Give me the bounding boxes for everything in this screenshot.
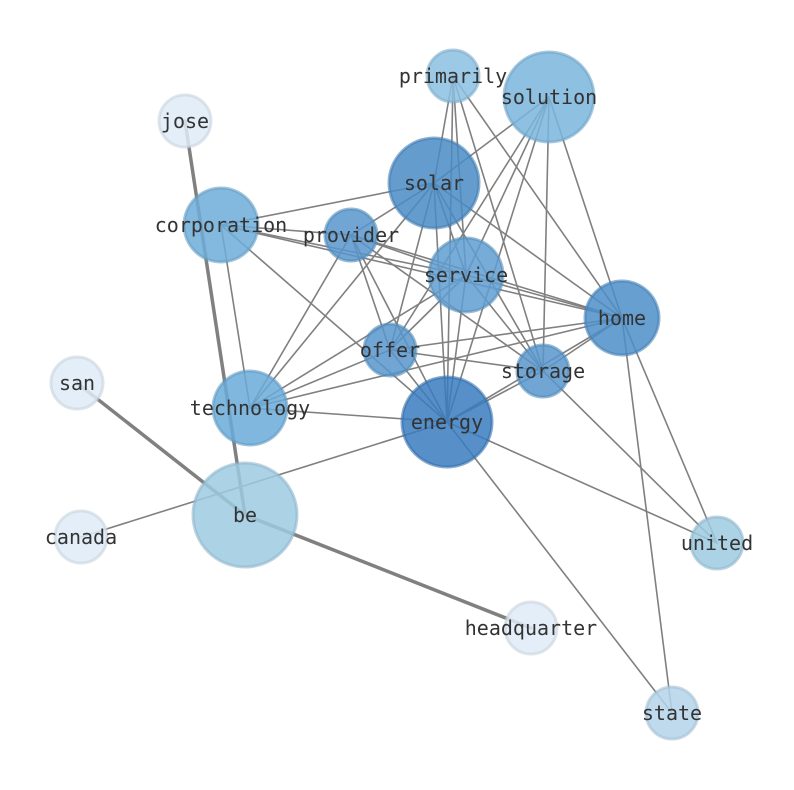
edge-primarily-home xyxy=(452,75,623,319)
edge-jose-be xyxy=(183,119,247,517)
node-circle-solution[interactable] xyxy=(502,50,596,144)
node-circle-jose[interactable] xyxy=(157,93,213,149)
node-label-storage: storage xyxy=(501,359,585,383)
node-be[interactable]: be xyxy=(191,461,299,569)
node-circle-offer[interactable] xyxy=(362,322,418,378)
node-label-energy: energy xyxy=(411,410,483,434)
node-energy[interactable]: energy xyxy=(400,375,494,469)
edge-solution-offer xyxy=(389,96,550,351)
node-offer[interactable]: offer xyxy=(360,322,420,378)
edge-energy-state xyxy=(446,421,673,714)
node-label-primarily: primarily xyxy=(399,64,507,88)
node-solution[interactable]: solution xyxy=(501,50,597,144)
node-circle-state[interactable] xyxy=(644,685,700,741)
node-provider[interactable]: provider xyxy=(303,207,399,263)
node-technology[interactable]: technology xyxy=(190,369,310,447)
node-service[interactable]: service xyxy=(424,236,508,314)
node-state[interactable]: state xyxy=(642,685,702,741)
edge-home-state xyxy=(621,317,673,714)
node-circle-provider[interactable] xyxy=(323,207,379,263)
node-label-canada: canada xyxy=(45,525,117,549)
node-circle-technology[interactable] xyxy=(211,369,289,447)
node-label-home: home xyxy=(598,306,646,330)
node-label-provider: provider xyxy=(303,223,399,247)
node-label-headquarter: headquarter xyxy=(465,616,597,640)
edge-energy-united xyxy=(446,421,718,544)
node-label-offer: offer xyxy=(360,338,420,362)
node-circle-headquarter[interactable] xyxy=(503,600,559,656)
node-circle-be[interactable] xyxy=(191,461,299,569)
edge-service-technology xyxy=(249,274,467,409)
node-label-technology: technology xyxy=(190,396,310,420)
node-united[interactable]: united xyxy=(681,515,753,571)
node-canada[interactable]: canada xyxy=(45,509,117,565)
node-home[interactable]: home xyxy=(583,279,661,357)
node-circle-solar[interactable] xyxy=(387,136,481,230)
node-circle-corporation[interactable] xyxy=(182,186,260,264)
node-circle-storage[interactable] xyxy=(515,343,571,399)
edge-storage-united xyxy=(542,370,718,544)
node-circle-service[interactable] xyxy=(427,236,505,314)
node-label-corporation: corporation xyxy=(155,213,287,237)
node-san[interactable]: san xyxy=(49,355,105,411)
edge-solar-technology xyxy=(249,182,435,409)
node-label-jose: jose xyxy=(161,109,209,133)
node-label-be: be xyxy=(233,503,257,527)
node-circle-home[interactable] xyxy=(583,279,661,357)
node-solar[interactable]: solar xyxy=(387,136,481,230)
node-circle-energy[interactable] xyxy=(400,375,494,469)
node-jose[interactable]: jose xyxy=(157,93,213,149)
node-primarily[interactable]: primarily xyxy=(399,48,507,104)
edge-corporation-energy xyxy=(220,224,448,423)
node-circle-san[interactable] xyxy=(49,355,105,411)
node-label-solution: solution xyxy=(501,85,597,109)
node-headquarter[interactable]: headquarter xyxy=(465,600,597,656)
node-storage[interactable]: storage xyxy=(501,343,585,399)
node-corporation[interactable]: corporation xyxy=(155,186,287,264)
edge-primarily-storage xyxy=(452,75,544,372)
edge-home-offer xyxy=(389,317,623,351)
edge-home-united xyxy=(621,317,718,544)
node-circle-primarily[interactable] xyxy=(425,48,481,104)
node-label-service: service xyxy=(424,263,508,287)
edge-home-technology xyxy=(249,317,623,409)
edge-corporation-home xyxy=(220,224,623,319)
node-circle-united[interactable] xyxy=(689,515,745,571)
node-label-state: state xyxy=(642,701,702,725)
node-label-san: san xyxy=(59,371,95,395)
node-label-united: united xyxy=(681,531,753,555)
node-circle-canada[interactable] xyxy=(53,509,109,565)
node-label-solar: solar xyxy=(404,171,464,195)
